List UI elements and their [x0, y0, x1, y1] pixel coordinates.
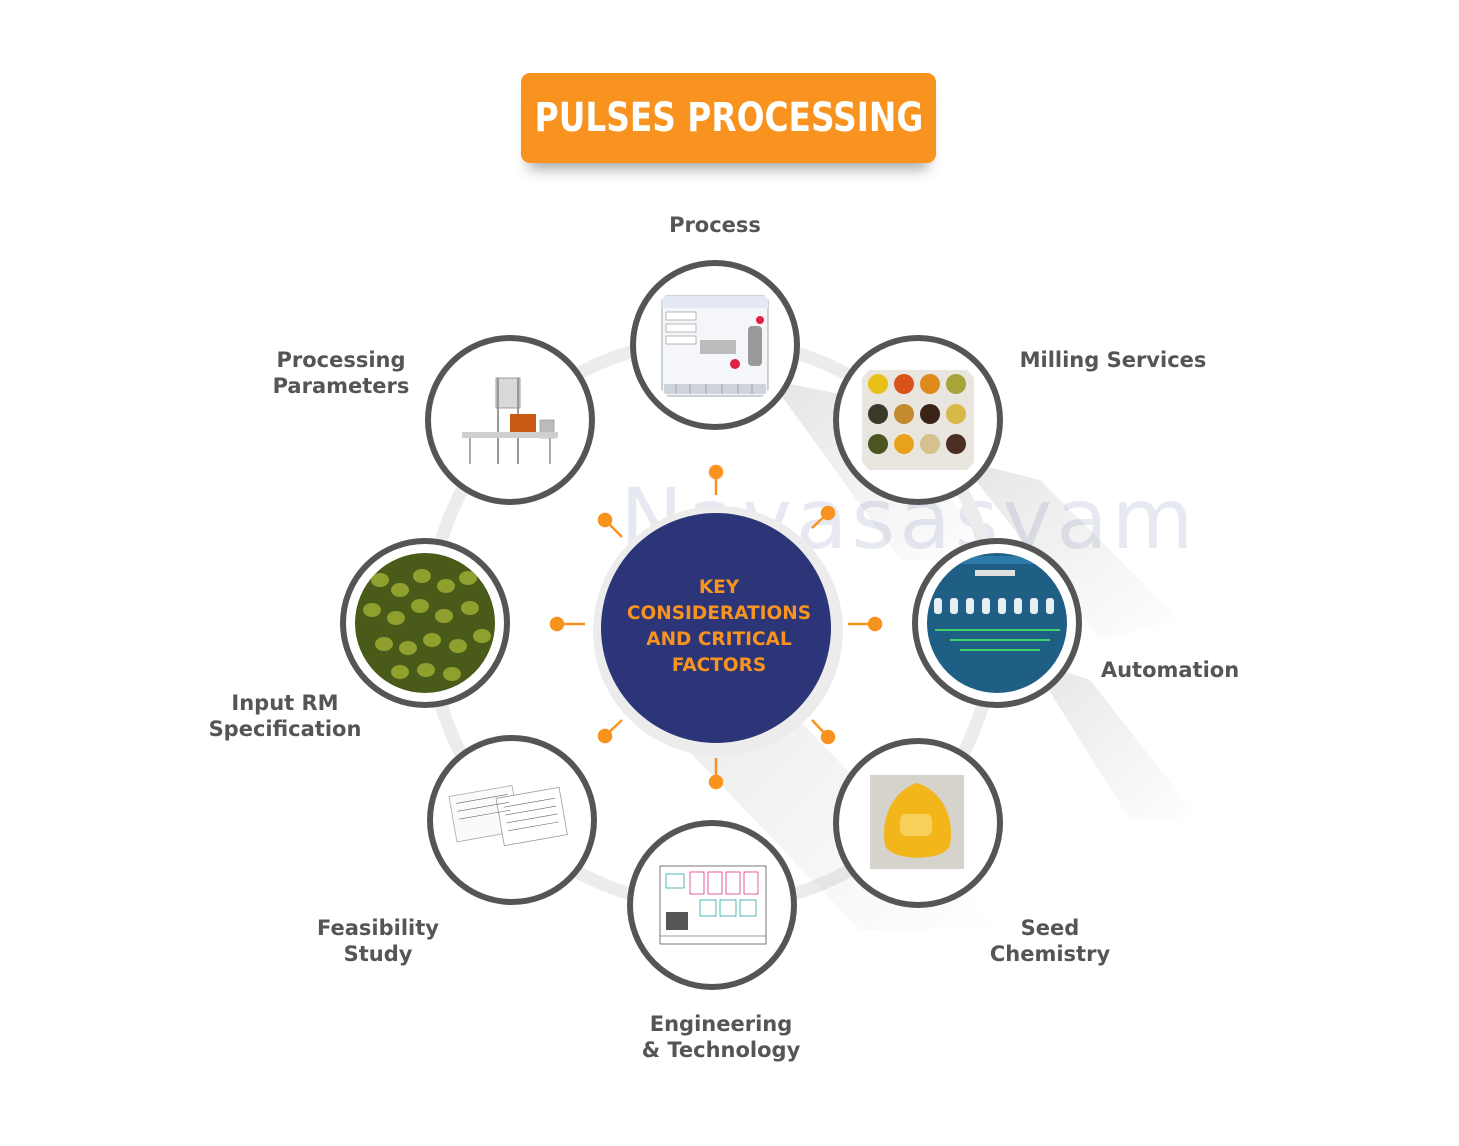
center-label: KEY CONSIDERATIONS AND CRITICAL FACTORS: [626, 577, 812, 676]
input-rm-node: [340, 538, 510, 708]
connector-dot: [708, 464, 724, 480]
connector-dot: [820, 729, 836, 745]
title-banner: PULSES PROCESSING: [521, 73, 936, 163]
scada-screen-icon: [661, 295, 769, 397]
connectors: [549, 464, 883, 790]
connector-dot: [820, 505, 836, 521]
grain-samples-grid-icon: [862, 370, 974, 470]
page-title: PULSES PROCESSING: [534, 95, 923, 141]
seed-cross-section-icon: [870, 775, 964, 869]
label-process: Process: [669, 213, 761, 237]
center-circle: [601, 513, 831, 743]
feasibility-node: [427, 735, 597, 905]
green-gram-icon: [355, 553, 495, 693]
plant-layout-drawing-icon: [659, 865, 767, 945]
connector-dot: [597, 728, 613, 744]
processing-parameters-node: [425, 335, 595, 505]
label-milling-services: Milling Services: [1019, 348, 1207, 372]
automation-node: [912, 538, 1082, 708]
connector-dot: [708, 774, 724, 790]
label-automation: Automation: [1100, 658, 1240, 682]
label-processing-parameters: Processing Parameters: [272, 348, 410, 398]
label-engineering-technology: Engineering & Technology: [641, 1012, 801, 1062]
connector-dot: [549, 616, 565, 632]
process-node: [630, 260, 800, 430]
label-input-rm-specification: Input RM Specification: [208, 691, 362, 741]
documents-icon: [448, 785, 568, 847]
seed-chemistry-node: [833, 738, 1003, 908]
engineering-node: [627, 820, 797, 990]
label-feasibility-study: Feasibility Study: [317, 916, 439, 966]
milling-node: [833, 335, 1003, 505]
label-seed-chemistry: Seed Chemistry: [989, 916, 1111, 966]
machine-icon: [462, 377, 558, 464]
connector-dot: [597, 512, 613, 528]
control-panel-icon: [927, 553, 1067, 693]
connector-dot: [867, 616, 883, 632]
